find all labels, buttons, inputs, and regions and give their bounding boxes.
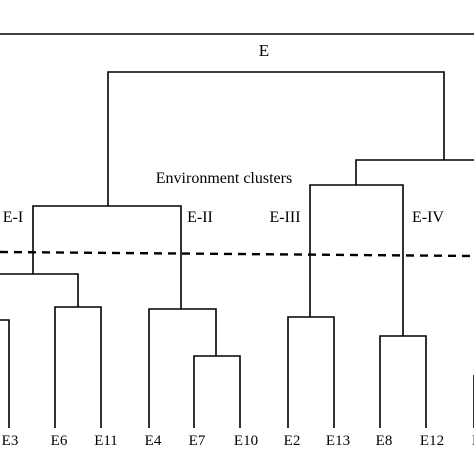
leaf-label: E11 bbox=[94, 433, 118, 449]
root-label: E bbox=[259, 41, 269, 60]
clusters-title: Environment clusters bbox=[156, 170, 292, 187]
cluster-label-e-ii: E-II bbox=[187, 209, 213, 226]
cluster-label-e-i: E-I bbox=[3, 209, 23, 226]
leaf-label: E4 bbox=[145, 433, 162, 449]
leaf-label: E bbox=[472, 433, 474, 449]
leaf-label: E2 bbox=[284, 433, 301, 449]
branch-e2-e13 bbox=[287, 316, 335, 428]
branch-e7-e10 bbox=[193, 355, 241, 428]
branch-root bbox=[107, 71, 445, 206]
leaf-label: E3 bbox=[2, 433, 19, 449]
cluster-label-e-iii: E-III bbox=[269, 209, 300, 226]
branch-e3 bbox=[0, 319, 10, 428]
branch-right-top bbox=[355, 159, 474, 185]
branch-e-i-e-ii bbox=[32, 205, 182, 309]
leaf-label: E10 bbox=[234, 433, 258, 449]
cluster-label-e-iv: E-IV bbox=[412, 209, 444, 226]
branch-e-i-top bbox=[0, 273, 79, 307]
branch-e-iii-e-iv bbox=[309, 184, 404, 336]
branch-e4-group bbox=[148, 308, 217, 428]
leaf-label: E7 bbox=[189, 433, 206, 449]
cluster-cut-line bbox=[0, 250, 474, 258]
leaf-labels: E3 E6 E11 E4 E7 E10 E2 E13 E8 E12 E bbox=[2, 433, 474, 449]
leaf-label: E6 bbox=[51, 433, 68, 449]
branch-e8-e12 bbox=[379, 335, 427, 428]
leaf-label: E13 bbox=[326, 433, 350, 449]
leaf-label: E8 bbox=[376, 433, 393, 449]
leaf-label: E12 bbox=[420, 433, 444, 449]
branch-e6-e11 bbox=[54, 306, 102, 428]
dendrogram-branches bbox=[0, 71, 474, 428]
